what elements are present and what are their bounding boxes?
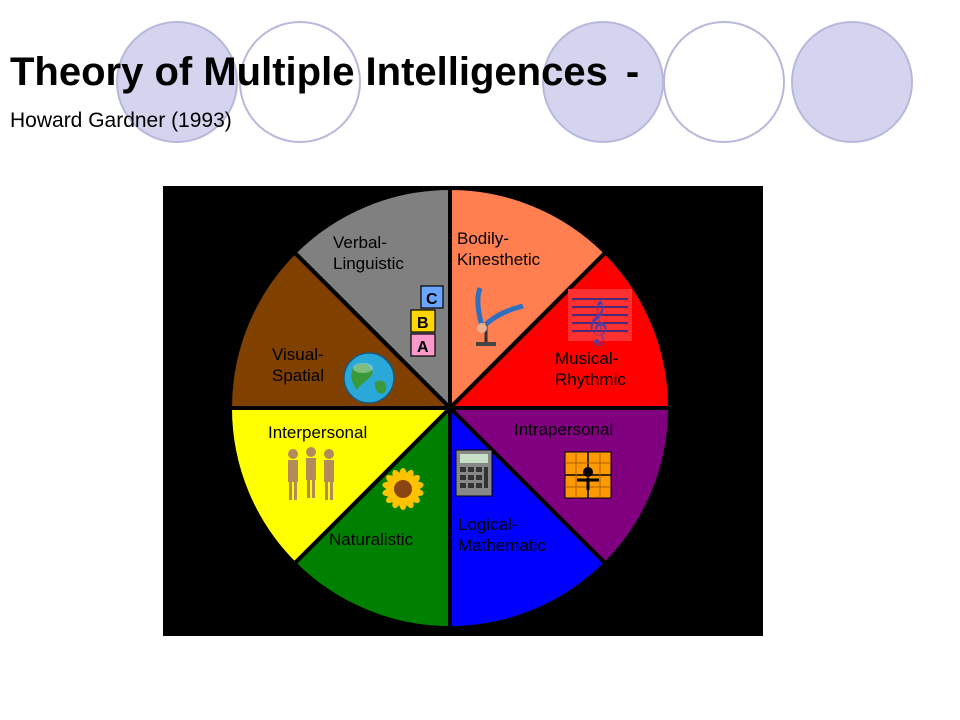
decorative-circle xyxy=(664,22,784,142)
slide-title: Theory of Multiple Intelligences- xyxy=(10,52,639,92)
label-intrapersonal: Intrapersonal xyxy=(514,420,613,439)
label-line: Mathematic xyxy=(458,536,546,555)
label-interpersonal: Interpersonal xyxy=(268,423,367,442)
intelligences-wheel: C B A 𝄞 xyxy=(163,186,763,636)
label-line: Bodily- xyxy=(457,229,509,248)
globe-icon xyxy=(344,353,394,403)
window-figure-icon xyxy=(565,452,611,498)
label-line: Linguistic xyxy=(333,254,404,273)
label-line: Naturalistic xyxy=(329,530,414,549)
label-line: Spatial xyxy=(272,366,324,385)
title-dash: - xyxy=(626,50,639,94)
label-line: Kinesthetic xyxy=(457,250,541,269)
music-staff-icon: 𝄞 xyxy=(568,289,632,346)
wheel-wedges xyxy=(230,188,670,628)
label-line: Interpersonal xyxy=(268,423,367,442)
label-line: Logical- xyxy=(458,515,518,534)
label-naturalistic: Naturalistic xyxy=(329,530,414,549)
label-line: Verbal- xyxy=(333,233,387,252)
svg-text:B: B xyxy=(417,315,429,332)
label-line: Intrapersonal xyxy=(514,420,613,439)
slide-title-text: Theory of Multiple Intelligences xyxy=(10,50,608,94)
label-line: Rhythmic xyxy=(555,370,626,389)
svg-text:A: A xyxy=(417,339,429,356)
svg-text:C: C xyxy=(426,291,438,308)
label-line: Musical- xyxy=(555,349,618,368)
calculator-icon xyxy=(456,450,492,496)
label-line: Visual- xyxy=(272,345,324,364)
slide-subtitle: Howard Gardner (1993) xyxy=(10,110,232,131)
svg-text:𝄞: 𝄞 xyxy=(586,300,608,346)
intelligences-wheel-panel: C B A 𝄞 xyxy=(163,186,763,636)
decorative-circle xyxy=(792,22,912,142)
